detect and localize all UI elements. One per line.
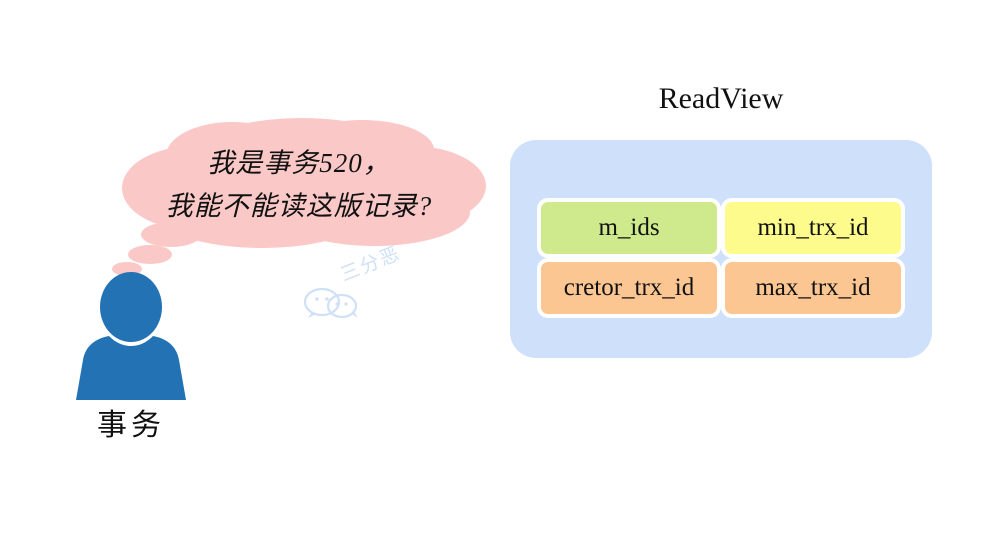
thought-bubble	[112, 116, 486, 248]
wechat-icon	[303, 287, 358, 318]
readview-panel: m_ids min_trx_id cretor_trx_id max_trx_i…	[510, 140, 932, 358]
readview-cell-min-trx-id[interactable]: min_trx_id	[721, 198, 905, 258]
person-label: 事务	[97, 409, 165, 442]
readview-cell-m-ids[interactable]: m_ids	[537, 198, 721, 258]
watermark: 三分恶	[300, 243, 420, 318]
thought-bubble-text: 我是事务520， 我能不能读这版记录?	[165, 148, 433, 221]
thought-tail-dot-medium	[128, 245, 172, 264]
thought-tail-dot-large	[141, 222, 201, 247]
readview-title: ReadView	[658, 82, 784, 115]
readview-cell-max-trx-id[interactable]: max_trx_id	[721, 258, 905, 318]
readview-field-grid: m_ids min_trx_id cretor_trx_id max_trx_i…	[537, 198, 905, 318]
readview-cell-cretor-trx-id[interactable]: cretor_trx_id	[537, 258, 721, 318]
person-icon	[66, 272, 196, 400]
